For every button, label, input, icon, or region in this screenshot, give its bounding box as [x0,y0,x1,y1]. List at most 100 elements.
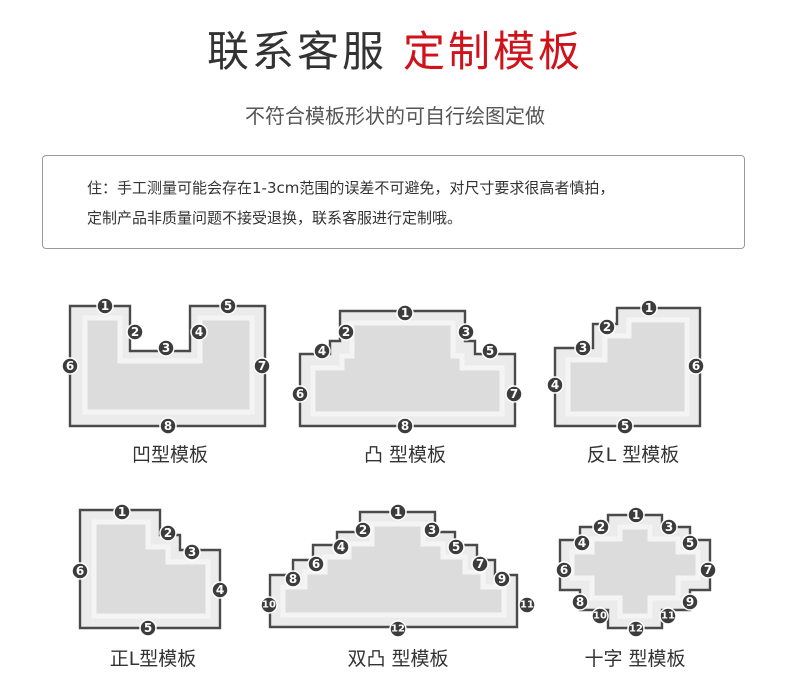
svg-text:7: 7 [510,387,518,401]
u-shape-marker-6: 6 [61,357,79,375]
reverse-l-marker-2: 2 [598,318,616,336]
double-convex-marker-4: 4 [332,538,350,556]
svg-text:3: 3 [428,523,436,537]
u-shape-diagram: 1 2 3 4 5 6 7 8 [61,297,271,435]
cross-marker-1: 1 [627,506,645,524]
svg-text:9: 9 [498,572,506,586]
double-convex-marker-2: 2 [354,521,372,539]
svg-text:12: 12 [391,624,405,635]
svg-text:3: 3 [579,341,587,355]
svg-text:5: 5 [621,419,629,433]
template-l-shape[interactable]: 1 2 3 4 5 6 正L型模板 [70,500,240,670]
reverse-l-marker-6: 6 [687,357,705,375]
cross-marker-10: 10 [591,607,609,625]
t-shape-marker-4: 4 [313,342,331,360]
svg-text:4: 4 [318,344,326,358]
svg-text:1: 1 [394,505,402,519]
template-reverse-l[interactable]: 1 2 3 4 5 6 反L 型模板 [545,296,720,466]
svg-text:6: 6 [76,564,84,578]
svg-text:6: 6 [692,359,700,373]
subtitle: 不符合模板形状的可自行绘图定做 [245,104,545,128]
svg-text:2: 2 [164,526,172,540]
t-shape-marker-6: 6 [291,385,309,403]
cross-inner [569,524,701,619]
l-shape-diagram: 1 2 3 4 5 6 [71,503,229,637]
u-shape-marker-5: 5 [219,297,237,315]
reverse-l-marker-1: 1 [640,299,658,317]
cross-marker-6: 6 [555,561,573,579]
double-convex-marker-1: 1 [389,503,407,521]
cross-marker-8: 8 [571,593,589,611]
svg-text:4: 4 [195,325,203,339]
u-shape-inner [82,315,255,415]
caption-reverse-l: 反L 型模板 [586,444,680,466]
template-t-shape[interactable]: 1 2 3 4 5 6 7 8 凸 型模板 [290,296,530,466]
u-shape-marker-4: 4 [190,323,208,341]
svg-text:2: 2 [342,325,350,339]
svg-text:4: 4 [578,536,586,550]
t-shape-inner [310,320,505,417]
l-shape-marker-1: 1 [113,503,131,521]
double-convex-marker-9: 9 [493,570,511,588]
caption-double-convex: 双凸 型模板 [347,648,449,670]
template-double-convex[interactable]: 1 2 3 4 5 6 7 8 9 10 11 12 双凸 型模板 [255,500,545,670]
svg-text:2: 2 [597,520,605,534]
double-convex-marker-11: 11 [518,596,536,614]
notice-box: 住：手工测量可能会存在1-3cm范围的误差不可避免，对尺寸要求很高者慎拍， 定制… [42,155,745,249]
u-shape-marker-2: 2 [126,323,144,341]
cross-marker-4: 4 [573,534,591,552]
l-shape-marker-4: 4 [211,581,229,599]
svg-text:1: 1 [632,508,640,522]
double-convex-marker-7: 7 [471,555,489,573]
t-shape-marker-8: 8 [396,417,414,435]
l-shape-marker-2: 2 [159,524,177,542]
reverse-l-marker-5: 5 [616,417,634,435]
svg-text:5: 5 [224,299,232,313]
reverse-l-marker-4: 4 [546,376,564,394]
reverse-l-diagram: 1 2 3 4 5 6 [546,299,705,435]
t-shape-marker-1: 1 [396,304,414,322]
t-shape-marker-2: 2 [337,323,355,341]
svg-text:6: 6 [296,387,304,401]
cross-marker-12: 12 [627,620,645,638]
svg-text:5: 5 [144,621,152,635]
svg-text:5: 5 [452,540,460,554]
double-convex-marker-12: 12 [389,620,407,638]
cross-marker-7: 7 [699,561,717,579]
svg-text:10: 10 [262,600,276,611]
reverse-l-marker-3: 3 [574,339,592,357]
svg-text:4: 4 [337,540,345,554]
caption-u-shape: 凹型模板 [131,444,208,466]
svg-text:1: 1 [645,301,653,315]
notice-line-1: 住：手工测量可能会存在1-3cm范围的误差不可避免，对尺寸要求很高者慎拍， [87,179,615,197]
reverse-l-inner [565,317,690,417]
u-shape-marker-8: 8 [159,417,177,435]
svg-text:7: 7 [476,557,484,571]
svg-text:2: 2 [131,325,139,339]
cross-marker-5: 5 [681,534,699,552]
svg-text:9: 9 [686,595,694,609]
template-cross[interactable]: 1 2 3 4 5 6 7 8 9 10 11 12 十字 型模板 [550,500,725,670]
double-convex-inner [280,521,507,618]
double-convex-marker-8: 8 [284,570,302,588]
u-shape-marker-1: 1 [96,297,114,315]
double-convex-marker-5: 5 [447,538,465,556]
l-shape-marker-5: 5 [139,619,157,637]
template-u-shape[interactable]: 1 2 3 4 5 6 7 8 凹型模板 [60,296,280,466]
page-title: 联系客服定制模板 [0,22,790,82]
cross-marker-2: 2 [592,518,610,536]
svg-text:2: 2 [359,523,367,537]
cross-marker-11: 11 [659,607,677,625]
caption-cross: 十字 型模板 [584,648,686,670]
svg-text:7: 7 [704,563,712,577]
notice-line-2: 定制产品非质量问题不接受退换，联系客服进行定制哦。 [87,209,463,227]
double-convex-marker-3: 3 [423,521,441,539]
l-shape-marker-6: 6 [71,562,89,580]
svg-text:3: 3 [462,325,470,339]
svg-text:3: 3 [665,520,673,534]
svg-text:1: 1 [401,306,409,320]
svg-text:4: 4 [551,378,559,392]
u-shape-marker-7: 7 [253,357,271,375]
t-shape-marker-7: 7 [505,385,523,403]
svg-text:6: 6 [560,563,568,577]
